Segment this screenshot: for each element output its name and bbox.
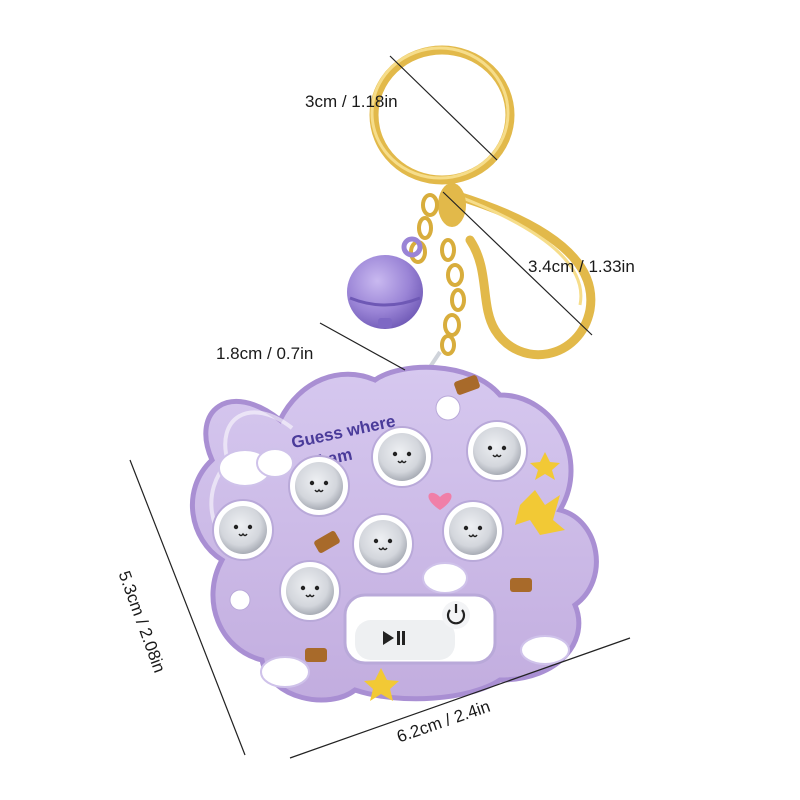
play-pause-icon[interactable] xyxy=(383,631,405,645)
mole-button[interactable] xyxy=(466,420,528,482)
bell-charm xyxy=(347,236,423,329)
power-icon[interactable] xyxy=(446,604,466,625)
ring-dimension-label: 3cm / 1.18in xyxy=(305,92,398,111)
decorations xyxy=(218,375,570,701)
mole-button[interactable] xyxy=(442,500,504,562)
mole-button[interactable] xyxy=(212,499,274,561)
mole-button[interactable] xyxy=(371,426,433,488)
chain-dimension-label: 1.8cm / 0.7in xyxy=(216,344,314,363)
dimension-arrows xyxy=(129,55,631,759)
mole-buttons xyxy=(212,420,528,622)
clasp-dimension-label: 3.4cm / 1.33in xyxy=(528,257,635,276)
mole-button[interactable] xyxy=(352,513,414,575)
key-ring xyxy=(369,45,515,185)
control-panel xyxy=(343,593,497,665)
mole-button[interactable] xyxy=(279,560,341,622)
mole-button[interactable] xyxy=(288,455,350,517)
